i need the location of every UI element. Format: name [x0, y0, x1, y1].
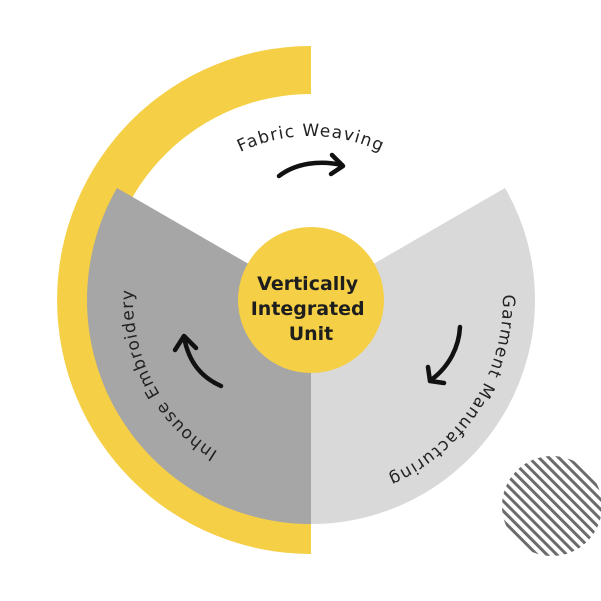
center-line-1: Vertically [257, 273, 359, 295]
hatched-decor-circle [502, 456, 601, 556]
arrow-icon-top [276, 152, 346, 179]
center-line-3: Unit [289, 323, 334, 345]
center-title: Vertically Integrated Unit [251, 273, 372, 345]
segment-label-fabric-weaving: Fabric Weaving [234, 121, 387, 157]
arrow-icon-left [172, 333, 224, 389]
center-line-2: Integrated [251, 298, 365, 320]
center-circle [238, 227, 384, 373]
segment-label-fabric-weaving-text: Fabric Weaving [234, 121, 386, 157]
arrow-icon-right [425, 324, 463, 386]
outer-yellow-arc [57, 46, 311, 554]
